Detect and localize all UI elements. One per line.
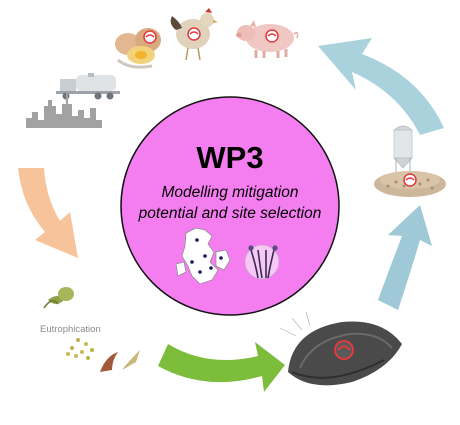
feed-pellets-icon	[374, 171, 446, 197]
eggs-icon	[115, 28, 161, 69]
center-subtitle-line2: potential and site selection	[138, 205, 322, 222]
mussel-icon	[279, 311, 402, 386]
truck-icon	[56, 73, 120, 100]
pig-icon	[236, 20, 299, 58]
arrow-blue-up-right	[378, 205, 432, 310]
algae-icon	[43, 287, 140, 372]
center-subtitle-line1: Modelling mitigation	[162, 184, 299, 201]
arrow-orange-down	[18, 168, 78, 258]
city-skyline-icon	[26, 92, 102, 128]
eutrophication-label: Eutrophication	[40, 324, 101, 335]
center-circle	[120, 96, 340, 316]
mussel-line-icon	[244, 244, 280, 280]
arrow-blue-top-left	[318, 38, 444, 135]
denmark-map-icon	[175, 227, 231, 285]
center-title: WP3	[196, 140, 263, 175]
silo-icon	[393, 125, 413, 172]
chicken-icon	[170, 8, 218, 61]
arrow-green-right	[158, 342, 285, 392]
